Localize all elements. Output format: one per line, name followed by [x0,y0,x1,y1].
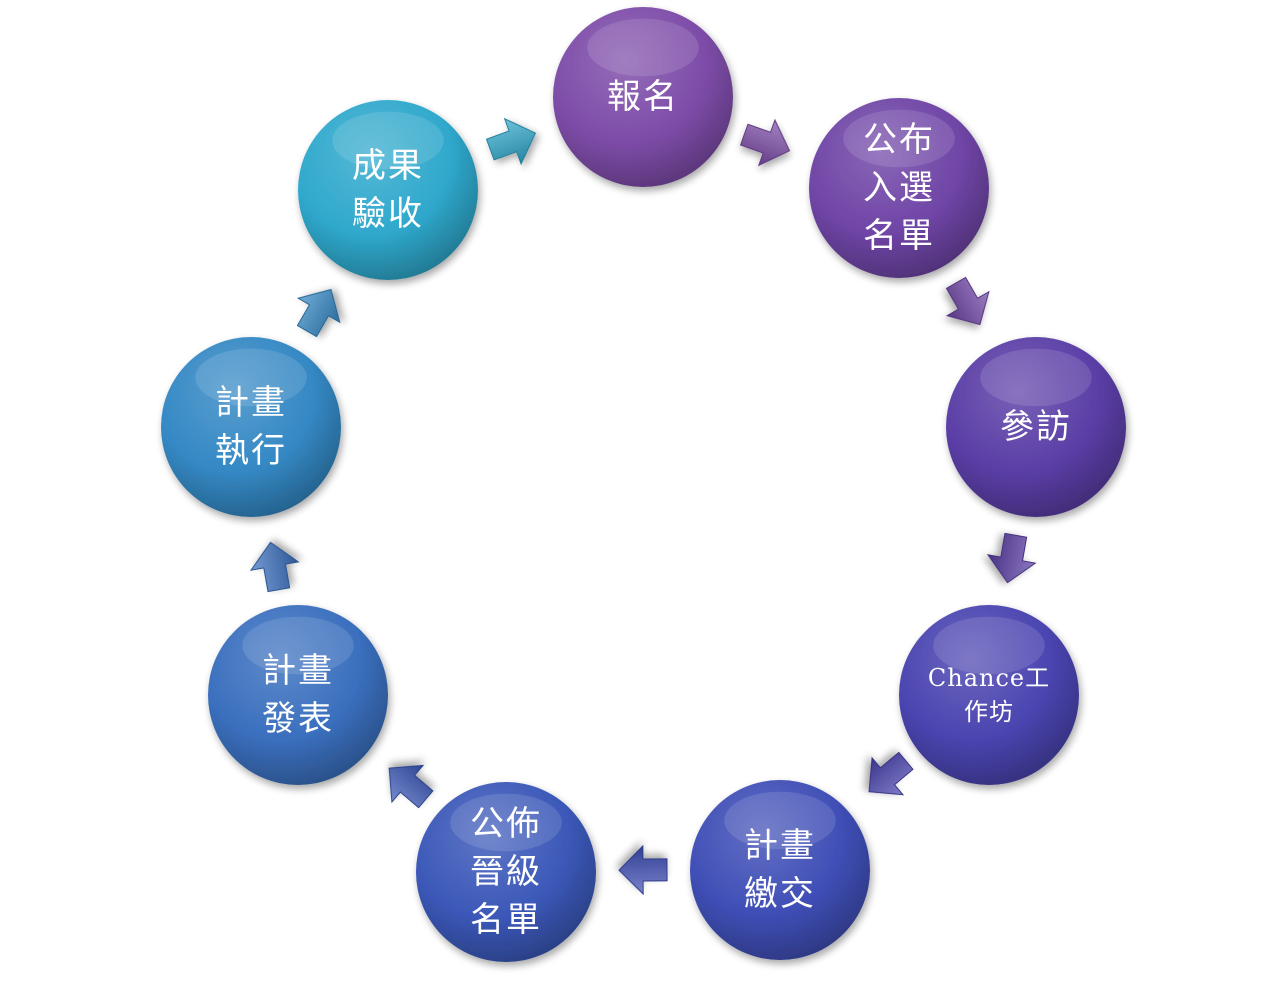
step-label-announce-selected-line-2: 名單 [863,216,935,256]
arrow-signup-to-next [739,118,791,167]
arrow-plan-submit-to-next [618,844,668,896]
arrow-plan-execute-to-next [296,288,341,338]
step-circle-signup [553,7,733,187]
step-label-announce-promoted-line-2: 名單 [470,900,542,940]
arrows-layer [249,117,1037,896]
step-highlight [242,616,354,675]
arrow-acceptance-to-next [485,117,537,166]
step-label-announce-promoted-line-0: 公佈 [470,804,542,844]
step-highlight [195,348,307,407]
step-circle-announce-promoted [416,782,596,962]
step-label-plan-present-line-0: 計畫 [262,651,334,691]
arrow-visit-to-next [986,532,1037,584]
step-label-signup-line-0: 報名 [607,77,679,117]
step-label-chance-workshop-line-0: Chance工 [928,664,1050,692]
arrow-chance-workshop-to-next [868,751,914,796]
step-label-plan-submit-line-0: 計畫 [744,826,816,866]
step-label-acceptance-line-1: 驗收 [352,194,424,234]
step-label-plan-present-line-1: 發表 [262,699,334,739]
step-highlight [933,616,1045,675]
step-label-visit-line-0: 參訪 [1000,407,1072,447]
step-highlight [587,18,699,77]
step-circle-announce-selected [809,98,989,278]
step-circle-plan-present [208,605,388,785]
arrow-announce-promoted-to-next [388,764,434,809]
step-highlight [724,791,836,850]
step-highlight [980,348,1092,407]
step-circle-chance-workshop [899,605,1079,785]
step-circle-acceptance [298,100,478,280]
step-label-acceptance-line-0: 成果 [352,146,424,186]
step-highlight [843,109,955,168]
step-label-chance-workshop-line-1: 作坊 [964,698,1014,726]
step-label-plan-submit-line-1: 繳交 [744,874,816,914]
step-highlight [332,111,444,170]
arrow-announce-selected-to-next [945,276,990,326]
nodes-layer: 報名公布入選名單參訪Chance工作坊計畫繳交公佈晉級名單計畫發表計畫執行成果驗… [161,7,1126,962]
step-circle-plan-execute [161,337,341,517]
step-circle-plan-submit [690,780,870,960]
step-label-plan-execute-line-1: 執行 [215,431,287,471]
step-node-visit: 參訪 [946,337,1126,517]
step-label-plan-execute-line-0: 計畫 [215,383,287,423]
step-label-announce-promoted-line-1: 晉級 [470,852,542,892]
step-label-announce-selected-line-1: 入選 [863,168,935,208]
step-highlight [450,793,562,852]
step-circle-visit [946,337,1126,517]
step-label-announce-selected-line-0: 公布 [863,120,935,160]
step-node-signup: 報名 [553,7,733,187]
arrow-plan-present-to-next [249,541,300,593]
